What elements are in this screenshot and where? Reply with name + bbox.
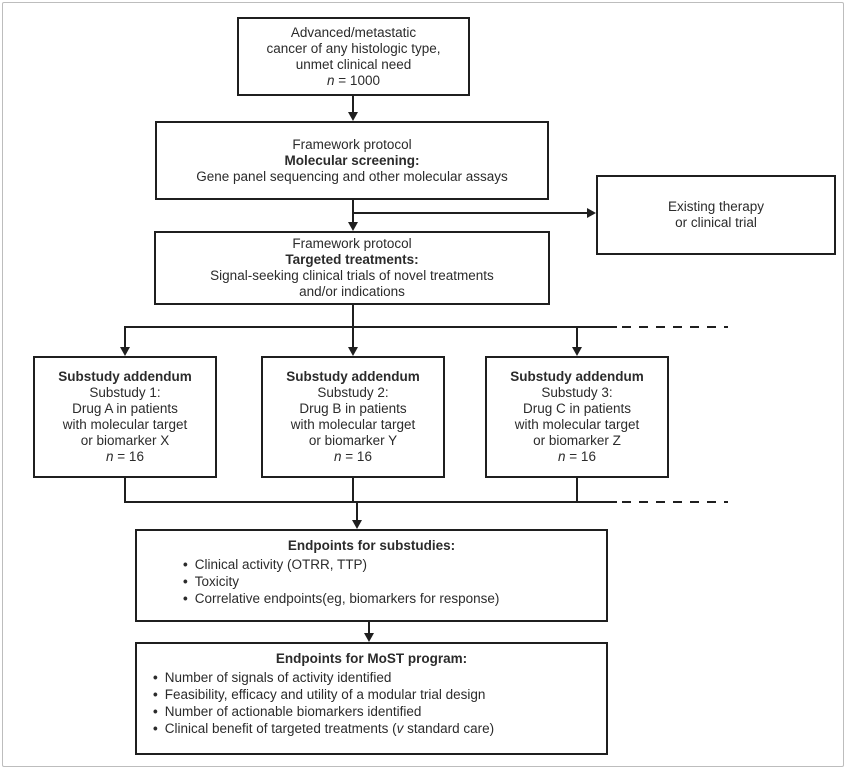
node-text-line: with molecular target	[290, 417, 416, 432]
arrowhead-right-icon	[587, 208, 596, 218]
node-substudy-3: Substudy addendum Substudy 3: Drug C in …	[485, 356, 669, 478]
list-item: Clinical benefit of targeted treatments …	[153, 721, 596, 737]
list-item: Correlative endpoints(eg, biomarkers for…	[183, 591, 596, 607]
node-patient-pool: Advanced/metastatic cancer of any histol…	[237, 17, 470, 96]
connector-endpoints-to-most	[368, 622, 370, 634]
distributor-line	[124, 326, 617, 328]
list-item: Number of actionable biomarkers identifi…	[153, 704, 596, 720]
list-item: Clinical activity (OTRR, TTP)	[183, 557, 596, 573]
node-endpoints-substudies: Endpoints for substudies: Clinical activ…	[135, 529, 608, 622]
node-text-line: Substudy 3:	[541, 385, 613, 400]
node-text-line: with molecular target	[62, 417, 188, 432]
node-text-line: Signal-seeking clinical trials of novel …	[210, 268, 494, 283]
connector-substudy3-to-collector	[576, 478, 578, 503]
node-text-line: or biomarker Y	[308, 433, 398, 448]
node-text-line: Substudy 2:	[317, 385, 389, 400]
node-title: Substudy addendum	[286, 369, 420, 384]
node-targeted-treatments: Framework protocol Targeted treatments: …	[154, 231, 550, 305]
connector-substudy1-to-collector	[124, 478, 126, 503]
node-text-line: and/or indications	[299, 284, 405, 299]
node-molecular-screening: Framework protocol Molecular screening: …	[155, 121, 549, 200]
node-substudy-2: Substudy addendum Substudy 2: Drug B in …	[261, 356, 445, 478]
sample-size: n = 16	[106, 449, 144, 464]
collector-dashed-continuation	[622, 501, 728, 503]
sample-size: n = 16	[334, 449, 372, 464]
node-text-line: or biomarker X	[80, 433, 170, 448]
node-existing-therapy: Existing therapy or clinical trial	[596, 175, 836, 255]
arrowhead-down-icon	[352, 520, 362, 529]
connector-to-substudy-2	[352, 327, 354, 347]
connector-pool-to-screening	[352, 95, 354, 112]
node-text-line: cancer of any histologic type,	[266, 40, 441, 56]
arrowhead-down-icon	[572, 347, 582, 356]
arrowhead-down-icon	[348, 347, 358, 356]
bullet-list: Number of signals of activity identified…	[153, 670, 596, 738]
node-title: Endpoints for MoST program:	[275, 651, 468, 666]
connector-screening-to-treatments	[352, 200, 354, 222]
bullet-list: Clinical activity (OTRR, TTP) Toxicity C…	[183, 557, 596, 608]
node-text-line: Existing therapy	[667, 199, 765, 214]
node-text-line: or clinical trial	[675, 215, 757, 230]
connector-branch-existing-therapy	[353, 212, 587, 214]
node-title: Substudy addendum	[58, 369, 192, 384]
node-title: Molecular screening:	[284, 152, 420, 168]
node-title: Endpoints for substudies:	[287, 538, 456, 553]
node-endpoints-most: Endpoints for MoST program: Number of si…	[135, 642, 608, 755]
node-text-line: Advanced/metastatic	[290, 24, 417, 40]
node-text-line: Drug B in patients	[299, 401, 407, 416]
arrowhead-down-icon	[348, 222, 358, 231]
node-text-line: with molecular target	[514, 417, 640, 432]
figure-frame	[2, 2, 844, 767]
node-text-line: Framework protocol	[292, 236, 412, 251]
collector-line	[124, 501, 617, 503]
node-text-line: Drug A in patients	[72, 401, 178, 416]
arrowhead-down-icon	[348, 112, 358, 121]
node-title: Targeted treatments:	[285, 252, 419, 267]
node-text-line: or biomarker Z	[533, 433, 621, 448]
node-text-line: Drug C in patients	[522, 401, 632, 416]
sample-size: n = 1000	[327, 72, 380, 88]
connector-treatments-to-distributor	[352, 305, 354, 327]
node-text-line: unmet clinical need	[295, 56, 412, 72]
node-substudy-1: Substudy addendum Substudy 1: Drug A in …	[33, 356, 217, 478]
node-text-line: Substudy 1:	[89, 385, 161, 400]
sample-size: n = 16	[558, 449, 596, 464]
list-item: Feasibility, efficacy and utility of a m…	[153, 687, 596, 703]
list-item: Number of signals of activity identified	[153, 670, 596, 686]
node-title: Substudy addendum	[510, 369, 644, 384]
connector-to-substudy-3	[576, 327, 578, 347]
arrowhead-down-icon	[364, 633, 374, 642]
arrowhead-down-icon	[120, 347, 130, 356]
node-text-line: Gene panel sequencing and other molecula…	[196, 168, 508, 184]
connector-to-substudy-1	[124, 327, 126, 347]
connector-collector-to-endpoints	[356, 502, 358, 520]
node-text-line: Framework protocol	[292, 136, 412, 152]
connector-substudy2-to-collector	[352, 478, 354, 503]
list-item: Toxicity	[183, 574, 596, 590]
distributor-dashed-continuation	[622, 326, 728, 328]
